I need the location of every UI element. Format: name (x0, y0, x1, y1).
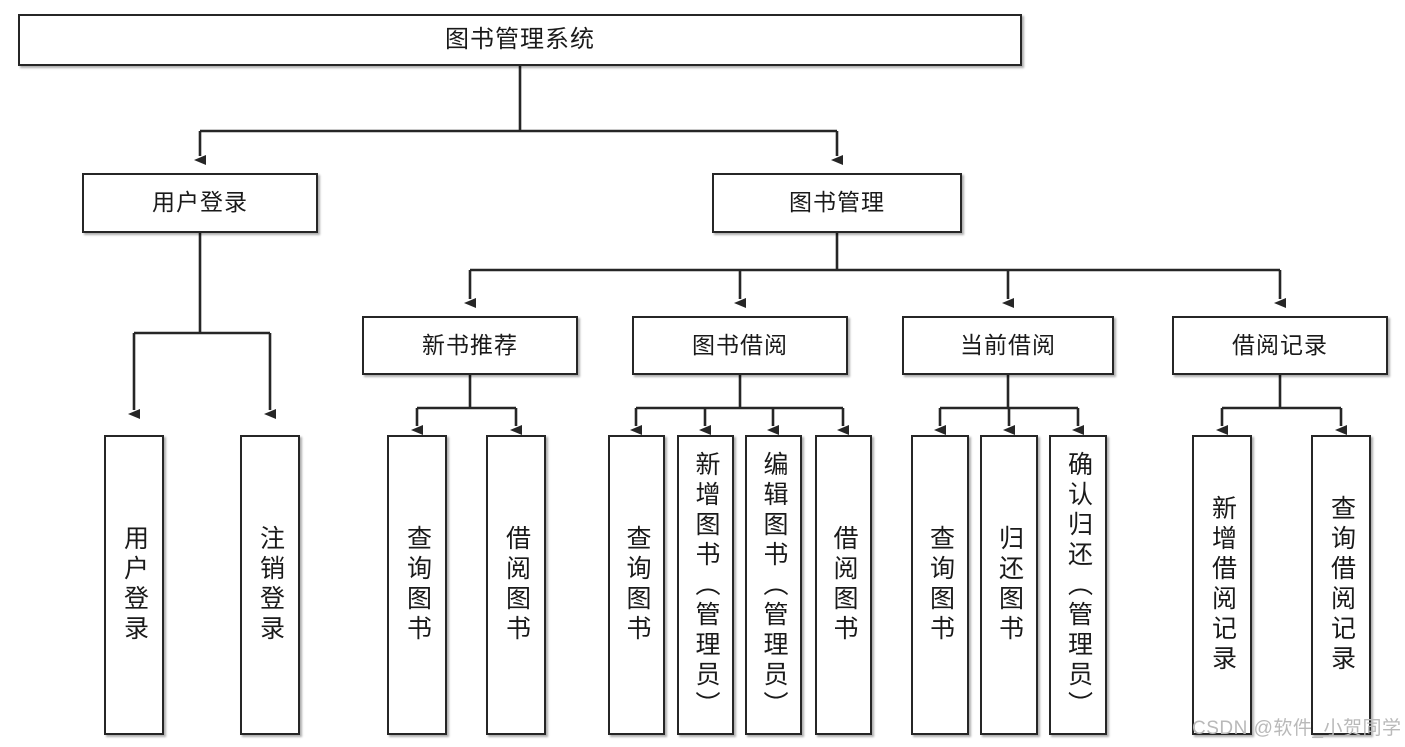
node-label: 用户登录 (152, 189, 248, 216)
node-label: 查询借阅记录 (1327, 495, 1356, 675)
node-user-login[interactable]: 用户登录 (82, 173, 318, 233)
node-label: 查询图书 (403, 525, 432, 645)
leaf-current-query-book[interactable]: 查询图书 (911, 435, 969, 735)
leaf-borrow-query-book[interactable]: 查询图书 (608, 435, 665, 735)
node-label: 注销登录 (256, 525, 285, 645)
node-borrow-record[interactable]: 借阅记录 (1172, 316, 1388, 375)
node-label: 图书管理 (789, 189, 885, 216)
leaf-user-login-login[interactable]: 用户登录 (104, 435, 164, 735)
leaf-new-book-query[interactable]: 查询图书 (387, 435, 447, 735)
node-label: 借阅图书 (502, 525, 531, 645)
node-current-borrow[interactable]: 当前借阅 (902, 316, 1114, 375)
node-label: 归还图书 (995, 525, 1024, 645)
node-label: 新增借阅记录 (1208, 495, 1237, 675)
leaf-borrow-borrow-book[interactable]: 借阅图书 (815, 435, 872, 735)
node-label: 新增图书（管理员） (692, 451, 720, 721)
node-label: 确认归还（管理员） (1064, 451, 1093, 721)
leaf-borrow-edit-book-admin[interactable]: 编辑图书（管理员） (745, 435, 802, 735)
leaf-current-return-book[interactable]: 归还图书 (980, 435, 1038, 735)
node-label: 图书借阅 (692, 331, 788, 358)
node-label: 当前借阅 (960, 331, 1056, 358)
node-label: 借阅记录 (1232, 331, 1328, 358)
node-book-management[interactable]: 图书管理 (712, 173, 962, 233)
node-root-system[interactable]: 图书管理系统 (18, 14, 1022, 66)
node-label: 图书管理系统 (445, 25, 595, 53)
leaf-record-query-record[interactable]: 查询借阅记录 (1311, 435, 1371, 735)
node-label: 查询图书 (623, 525, 651, 645)
node-label: 编辑图书（管理员） (760, 451, 788, 721)
node-label: 新书推荐 (422, 331, 518, 358)
node-label: 查询图书 (926, 525, 955, 645)
leaf-current-confirm-return-admin[interactable]: 确认归还（管理员） (1049, 435, 1107, 735)
leaf-record-add-record[interactable]: 新增借阅记录 (1192, 435, 1252, 735)
watermark: CSDN @软件_小贺同学 (1192, 718, 1402, 739)
node-label: 用户登录 (120, 525, 149, 645)
leaf-borrow-add-book-admin[interactable]: 新增图书（管理员） (677, 435, 734, 735)
node-label: 借阅图书 (830, 525, 858, 645)
node-book-borrow[interactable]: 图书借阅 (632, 316, 848, 375)
leaf-new-book-borrow[interactable]: 借阅图书 (486, 435, 546, 735)
node-new-book-recommend[interactable]: 新书推荐 (362, 316, 578, 375)
leaf-user-login-logout[interactable]: 注销登录 (240, 435, 300, 735)
